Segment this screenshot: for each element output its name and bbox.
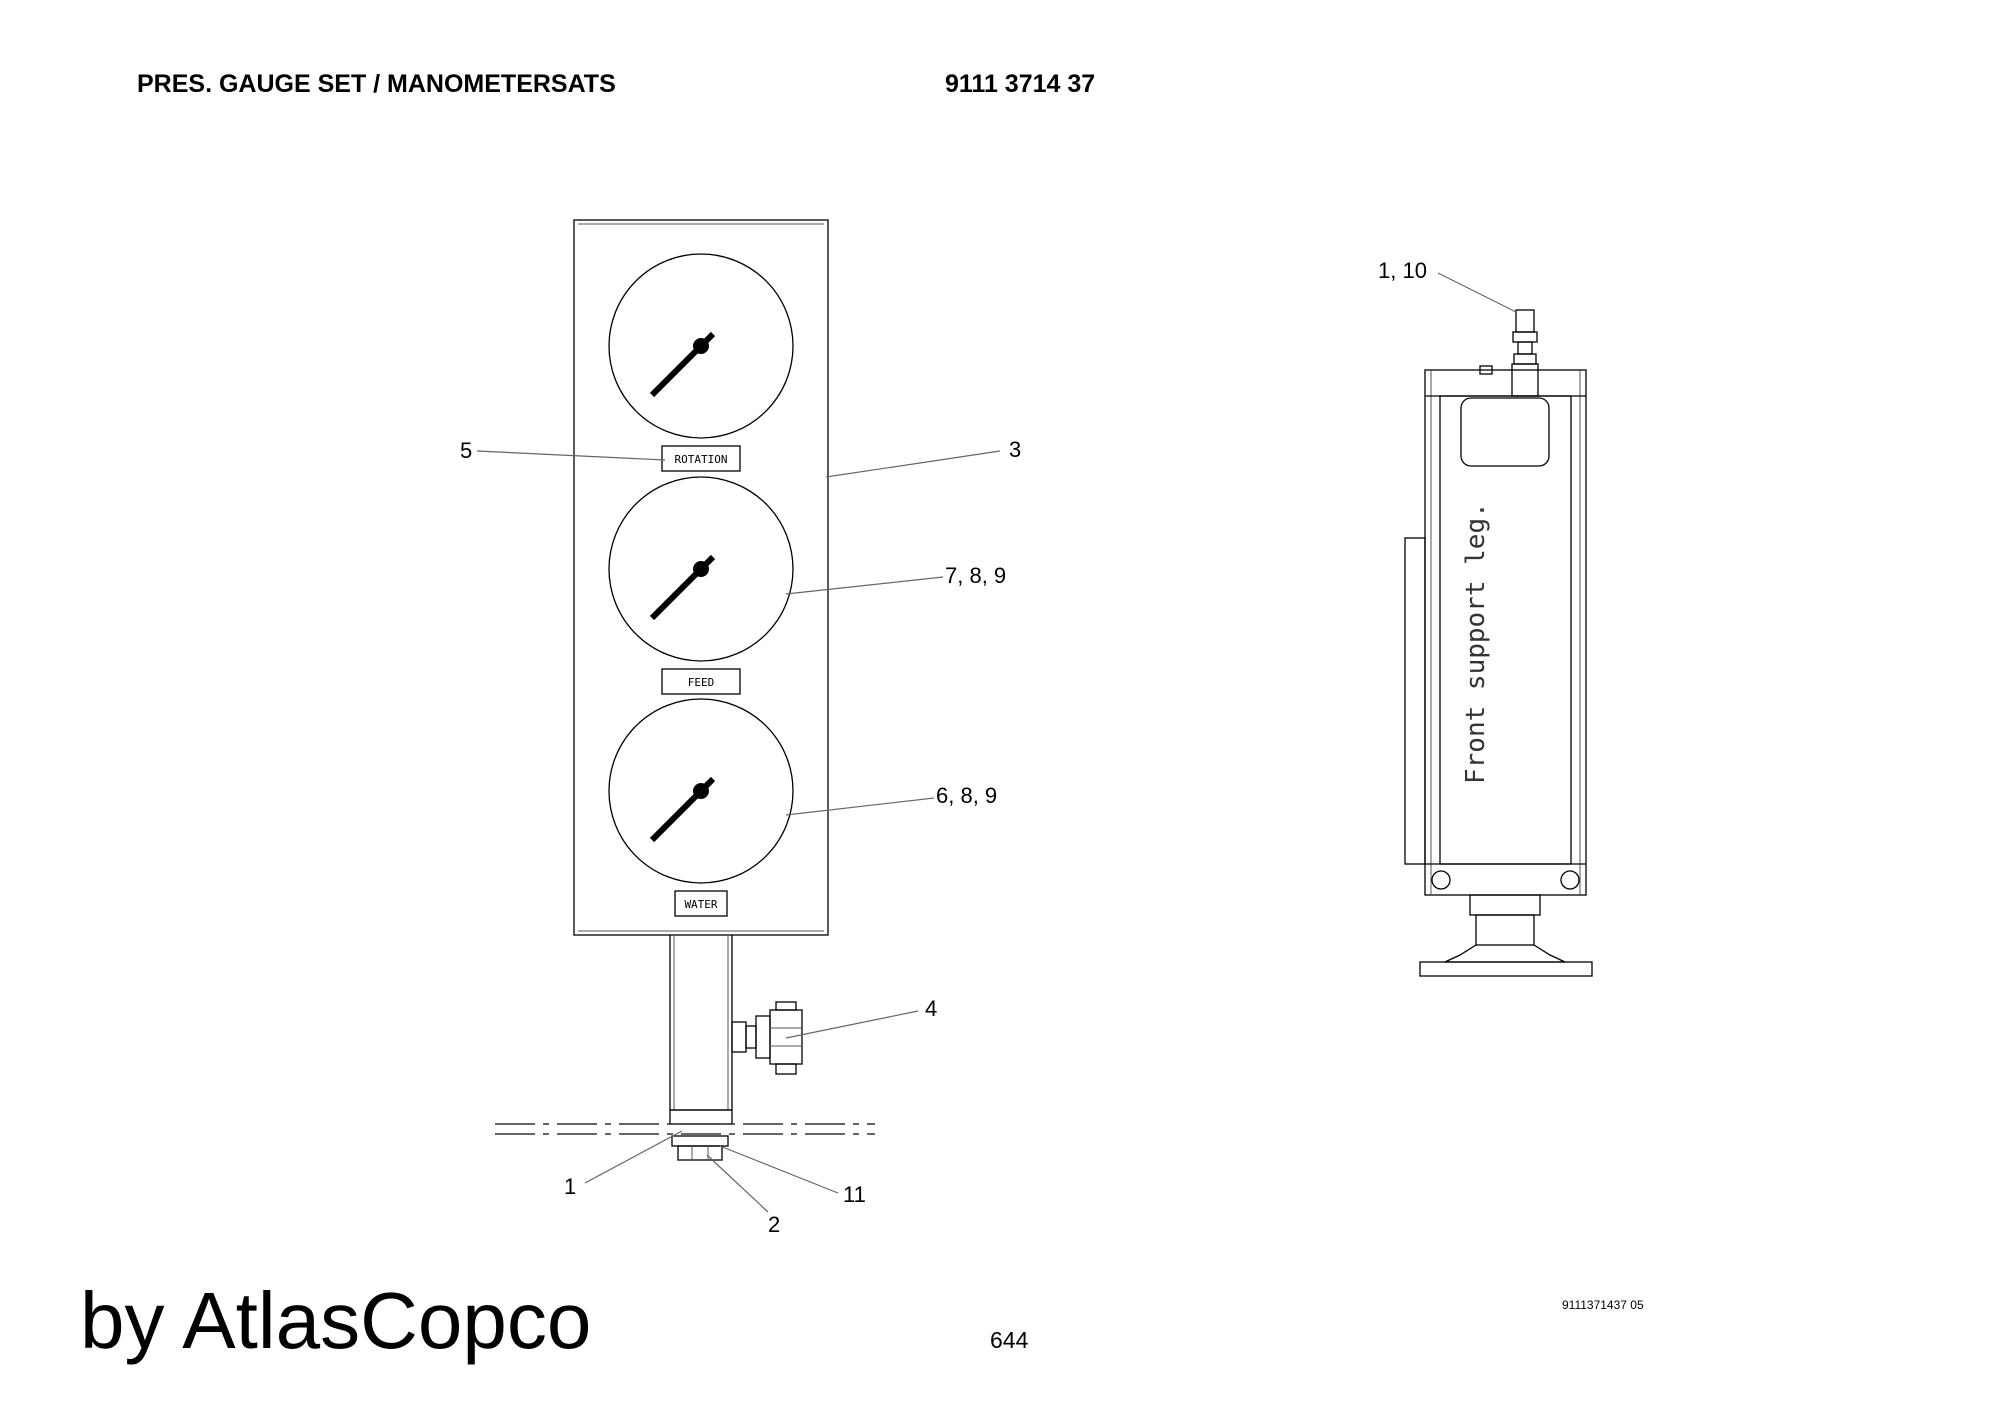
callout-2: 2 xyxy=(768,1212,780,1237)
support-tube xyxy=(669,935,733,1161)
valve xyxy=(731,1001,803,1075)
page-title: PRES. GAUGE SET / MANOMETERSATS xyxy=(137,70,616,98)
gauge-panel-front-view: ROTATION FEED WATER xyxy=(573,219,829,936)
front-support-leg-label: Front support leg. xyxy=(1461,502,1491,784)
part-number: 9111 3714 37 xyxy=(945,70,1096,98)
callout-1-10: 1, 10 xyxy=(1378,258,1427,283)
water-gauge xyxy=(608,698,794,884)
rotation-label-plate: ROTATION xyxy=(675,453,728,466)
leader-lines xyxy=(476,272,1517,1213)
feed-gauge xyxy=(608,476,794,662)
water-label-plate: WATER xyxy=(684,898,717,911)
rotation-gauge xyxy=(608,253,794,439)
gauge-panel-plate xyxy=(573,219,829,936)
callout-11: 11 xyxy=(843,1182,866,1207)
callout-7-8-9: 7, 8, 9 xyxy=(945,563,1006,588)
callout-3: 3 xyxy=(1009,437,1021,462)
callout-4: 4 xyxy=(925,996,937,1021)
brand-watermark: by AtlasCopco xyxy=(80,1276,592,1365)
callout-6-8-9: 6, 8, 9 xyxy=(936,783,997,808)
deck-center-lines xyxy=(495,1123,875,1135)
page-number: 644 xyxy=(990,1327,1029,1353)
callout-1: 1 xyxy=(564,1174,576,1199)
callout-5: 5 xyxy=(460,438,472,463)
feed-label-plate: FEED xyxy=(688,676,715,689)
callout-labels: 1, 10 5 3 7, 8, 9 6, 8, 9 4 1 11 2 xyxy=(460,258,1427,1237)
drawing-reference: 9111371437 05 xyxy=(1562,1298,1644,1312)
support-leg-side-view: Front support leg. xyxy=(1404,309,1593,977)
